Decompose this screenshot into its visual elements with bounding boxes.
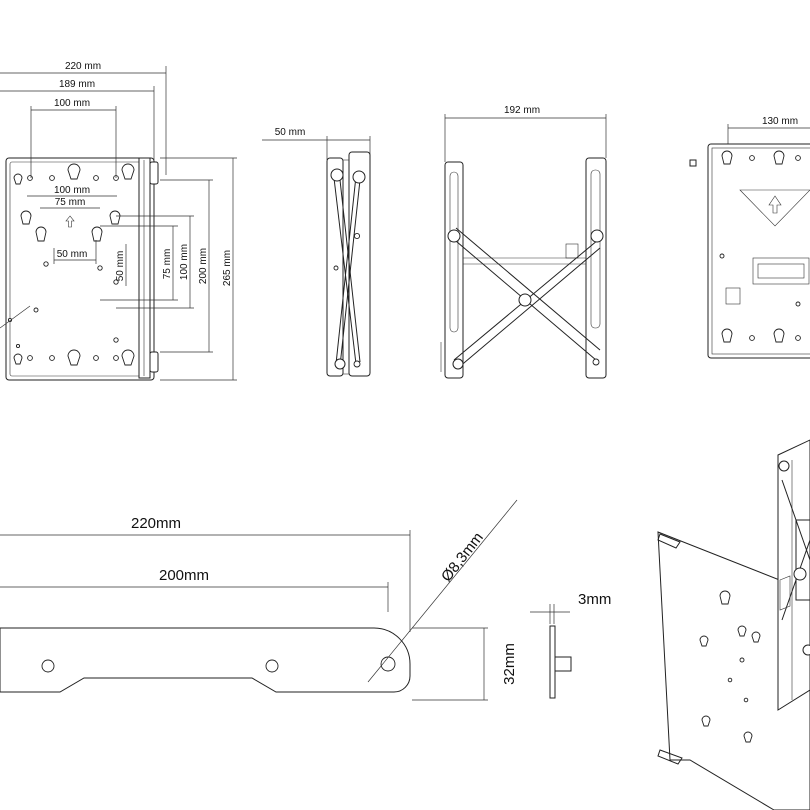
arm-bar-view: 220mm 200mm Ø8,3mm 32mm [0,499,518,701]
dim-bar-200: 200mm [159,567,209,584]
dim-200-vert: 200 mm [198,248,209,284]
isometric-view [657,439,810,810]
dim-50-vert: 50 mm [115,251,126,282]
dim-75-plate: 75 mm [55,197,86,208]
dim-100-vert: 100 mm [179,244,190,280]
dim-bar-32: 32mm [501,643,518,685]
dim-100-plate: 100 mm [54,185,90,196]
dim-189: 189 mm [59,79,95,90]
dim-220: 220 mm [65,61,101,72]
dim-hole-diameter: Ø8,3mm [438,529,487,585]
dim-265-vert: 265 mm [222,250,233,286]
bar-edge-view: 3mm [530,591,611,699]
dim-75-vert: 75 mm [162,249,173,280]
dim-50-depth: 50 mm [275,127,306,138]
back-view: 130 mm [689,116,810,359]
dim-50-plate: 50 mm [57,249,88,260]
dim-192: 192 mm [504,105,540,116]
dim-bar-220: 220mm [131,515,181,532]
dim-100-top: 100 mm [54,98,90,109]
side-view-extended: 192 mm [440,105,607,379]
dim-130: 130 mm [762,116,798,127]
side-view-folded: 50 mm [262,127,371,377]
dim-bar-3: 3mm [578,591,611,608]
front-view: 220 mm 189 mm 100 mm 100 mm 75 mm 50 mm … [0,61,237,381]
